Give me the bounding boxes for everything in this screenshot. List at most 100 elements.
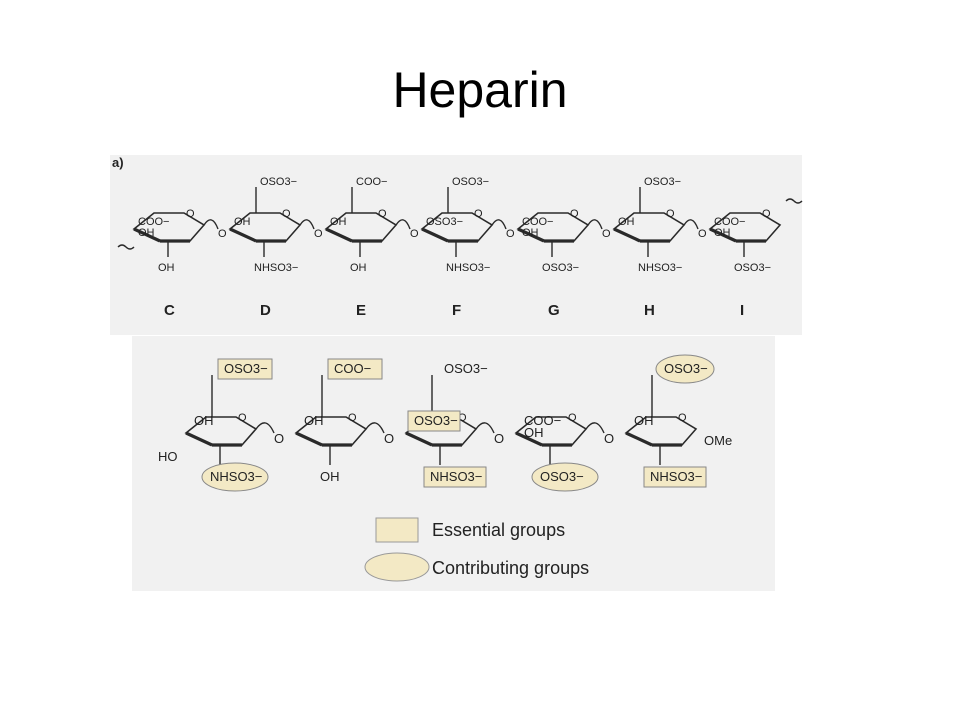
- panel-a-glycosidic-bond: [203, 219, 219, 230]
- panel-b-ring-group-2: OH: [524, 425, 544, 440]
- panel-a-unit-label-G: G: [548, 302, 560, 319]
- panel-b-glycosidic-bond: [585, 422, 605, 434]
- panel-a-bottom-group: NHSO3−: [254, 262, 298, 274]
- panel-a-bottom-group: OSO3−: [542, 262, 579, 274]
- panel-a-diagram: a) OCOO−OHOHCOOOSO3−OHNHSO3−DOOCOO−OHOHE…: [112, 155, 803, 319]
- panel-a-ring-group: OH: [330, 216, 347, 228]
- panel-a-chain-end: [785, 198, 803, 204]
- panel-a-ring-group-2: OH: [522, 227, 539, 239]
- panel-a-ring-group: OSO3−: [426, 216, 463, 228]
- legend-essential-label: Essential groups: [432, 520, 565, 540]
- panel-a-bottom-group: OH: [350, 262, 367, 274]
- panel-a-ring-group: COO−: [138, 216, 169, 228]
- panel-a-bottom-group: OH: [158, 262, 175, 274]
- panel-a-unit-label-F: F: [452, 302, 461, 319]
- panel-a-unit-label-E: E: [356, 302, 366, 319]
- panel-a-glycosidic-bond: [491, 219, 507, 230]
- panel-a-bottom-group: OSO3−: [734, 262, 771, 274]
- panel-a-unit-label-I: I: [740, 302, 744, 319]
- panel-a-ring-G-ring-oxygen: O: [570, 208, 579, 220]
- panel-a-link-oxygen: O: [410, 228, 419, 240]
- panel-a-glycosidic-bond: [587, 219, 603, 230]
- panel-a-link-oxygen: O: [506, 228, 515, 240]
- panel-b-ring-5-ring-oxygen: O: [678, 412, 687, 424]
- panel-a-link-oxygen: O: [698, 228, 707, 240]
- essential-group-highlight: [407, 410, 461, 432]
- panel-b-bottom-group: NHSO3−: [210, 469, 262, 484]
- panel-b-end-group: OMe: [704, 433, 732, 448]
- panel-a-unit-label-D: D: [260, 302, 271, 319]
- legend-essential-swatch: [375, 517, 419, 543]
- panel-b-top-group: OSO3−: [664, 361, 708, 376]
- panel-b-ring-2-ring-oxygen: O: [348, 412, 357, 424]
- panel-b-top-group: COO−: [334, 361, 371, 376]
- panel-a-top-group: OSO3−: [452, 176, 489, 188]
- panel-a-ring-G-front-edge: [517, 227, 545, 243]
- panel-a-link-oxygen: O: [218, 228, 227, 240]
- panel-a-ring-I-front-edge: [709, 227, 737, 243]
- panel-b-link-oxygen: O: [274, 431, 284, 446]
- panel-b-ring-5-front-edge: [625, 431, 653, 447]
- panel-a-bottom-group: NHSO3−: [638, 262, 682, 274]
- panel-a-ring-F-front-edge: [421, 227, 449, 243]
- panel-a-ring-group-2: OH: [138, 227, 155, 239]
- panel-b-glycosidic-bond: [255, 422, 275, 434]
- panel-b-ring-group: OH: [304, 413, 324, 428]
- contributing-group-highlight: [531, 462, 599, 492]
- panel-b-diagram: Essential groups Contributing groups OOS…: [158, 354, 732, 582]
- panel-a-glycosidic-bond: [683, 219, 699, 230]
- legend-contributing-label: Contributing groups: [432, 558, 589, 578]
- panel-b-glycosidic-bond: [365, 422, 385, 434]
- panel-a-ring-D-front-edge: [229, 227, 257, 243]
- panel-b-ring-1-front-edge: [185, 431, 213, 447]
- panel-a-ring-group: COO−: [714, 216, 745, 228]
- panel-a-unit-label-H: H: [644, 302, 655, 319]
- panel-a-ring-C-ring-oxygen: O: [186, 208, 195, 220]
- panel-a-ring-H-ring-oxygen: O: [666, 208, 675, 220]
- panel-b-ring-1-ring-oxygen: O: [238, 412, 247, 424]
- panel-a-glycosidic-bond: [395, 219, 411, 230]
- panel-a-ring-I-ring-oxygen: O: [762, 208, 771, 220]
- panel-a-top-group: OSO3−: [644, 176, 681, 188]
- panel-b-glycosidic-bond: [475, 422, 495, 434]
- panel-b-ring-3-front-edge: [405, 431, 433, 447]
- panel-a-ring-E-front-edge: [325, 227, 353, 243]
- panel-b-left-group: HO: [158, 449, 178, 464]
- panel-a-ring-group: OH: [234, 216, 251, 228]
- panel-a-ring-H-front-edge: [613, 227, 641, 243]
- panel-a-bottom-group: NHSO3−: [446, 262, 490, 274]
- panel-a-ring-group: COO−: [522, 216, 553, 228]
- panel-a-tag: a): [112, 155, 124, 170]
- panel-a-ring-E-ring-oxygen: O: [378, 208, 387, 220]
- panel-a-ring-group: OH: [618, 216, 635, 228]
- legend-contributing-swatch: [364, 552, 430, 582]
- slide-title: Heparin: [392, 62, 568, 118]
- panel-a-ring-F-ring-oxygen: O: [474, 208, 483, 220]
- panel-b-bottom-group: NHSO3−: [430, 469, 482, 484]
- panel-b-ring-group: COO−: [524, 413, 561, 428]
- panel-b-link-oxygen: O: [494, 431, 504, 446]
- panel-b-top-group: OSO3−: [444, 361, 488, 376]
- panel-a-ring-group-2: OH: [714, 227, 731, 239]
- panel-b-ring-3-ring-oxygen: O: [458, 412, 467, 424]
- panel-b-link-oxygen: O: [384, 431, 394, 446]
- panel-b-ring-2-front-edge: [295, 431, 323, 447]
- essential-group-highlight: [643, 466, 707, 488]
- panel-a-chain-start: [117, 244, 135, 250]
- panel-a-top-group: OSO3−: [260, 176, 297, 188]
- panel-b-bottom-group: NHSO3−: [650, 469, 702, 484]
- panel-a-glycosidic-bond: [299, 219, 315, 230]
- panel-a-ring-C-front-edge: [133, 227, 161, 243]
- panel-b-ring-group: OH: [634, 413, 654, 428]
- essential-group-highlight: [327, 358, 383, 380]
- panel-b-bottom-group: OH: [320, 469, 340, 484]
- contributing-group-highlight: [655, 354, 715, 384]
- panel-a-top-group: COO−: [356, 176, 387, 188]
- essential-group-highlight: [423, 466, 487, 488]
- panel-a-link-oxygen: O: [602, 228, 611, 240]
- panel-b-ring-group: OSO3−: [414, 413, 458, 428]
- panel-b-ring-4-front-edge: [515, 431, 543, 447]
- panel-b-top-group: OSO3−: [224, 361, 268, 376]
- contributing-group-highlight: [201, 462, 269, 492]
